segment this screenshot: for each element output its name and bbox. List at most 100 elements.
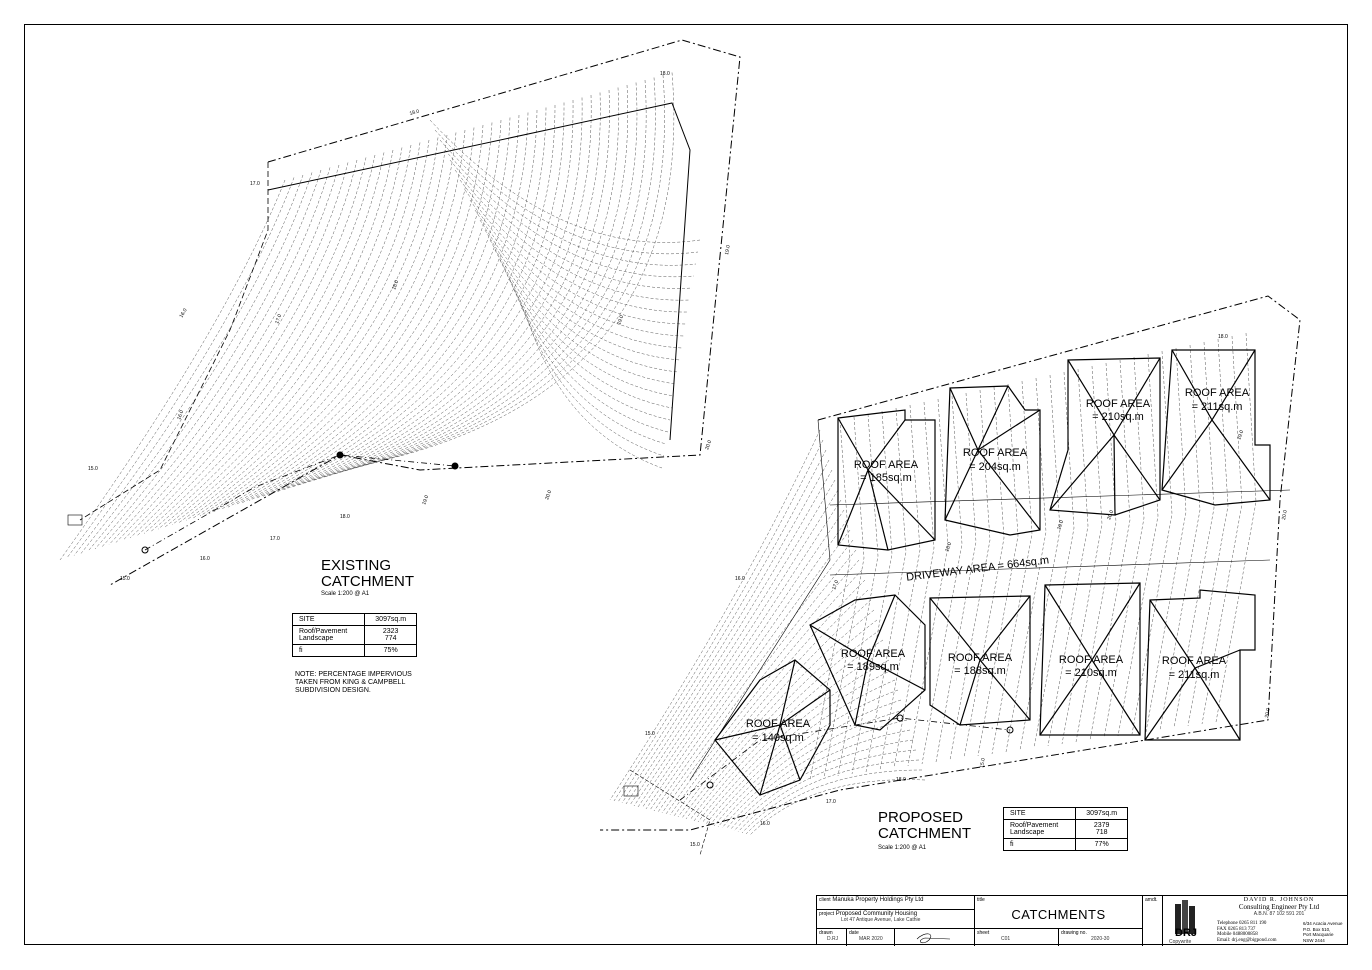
contour-line xyxy=(136,152,385,536)
roof-outline-2 xyxy=(944,385,1041,536)
contour-line xyxy=(489,239,677,385)
signature xyxy=(895,929,975,946)
contour-line xyxy=(509,279,669,433)
contour-line xyxy=(1061,365,1103,745)
roof-1-area: = 185sq.m xyxy=(860,472,912,484)
contour-line xyxy=(809,419,851,781)
contour-label: 16.0 xyxy=(179,307,189,319)
contour-label: 17.0 xyxy=(826,799,836,805)
company-logo: DRJ Copywrite xyxy=(1163,896,1209,946)
contour-line xyxy=(693,639,884,822)
contour-line xyxy=(729,729,911,831)
proposed-title: PROPOSED CATCHMENT xyxy=(878,809,972,842)
contour-label: 15.0 xyxy=(979,758,987,769)
contour-line xyxy=(499,259,673,409)
contour-line xyxy=(617,449,827,803)
contour-label: 18.0 xyxy=(340,514,350,520)
contour-line xyxy=(717,699,902,828)
contour-line xyxy=(1047,368,1089,747)
existing-scale: Scale 1:200 @ A1 xyxy=(321,591,370,597)
proposed-boundary xyxy=(600,295,1301,831)
contour-label: 19.0 xyxy=(724,245,732,256)
contour-line xyxy=(519,299,665,457)
contour-line xyxy=(733,739,914,832)
proposed-pit-2 xyxy=(1006,726,1014,734)
contour-label: 16.0 xyxy=(200,556,210,562)
roof-4-area: = 211sq.m xyxy=(1192,401,1243,413)
roof-7-label: ROOF AREA xyxy=(948,652,1013,664)
contour-line xyxy=(609,429,821,801)
contour-line xyxy=(332,82,638,475)
contour-line xyxy=(625,469,833,805)
contour-label: 18.0 xyxy=(1218,334,1228,340)
contour-line xyxy=(206,127,475,515)
contour-label: 17.0 xyxy=(831,579,840,590)
contour-label: 19.0 xyxy=(1056,519,1065,530)
contour-label: 17.0 xyxy=(250,181,260,187)
contour-line xyxy=(641,509,845,809)
contour-line xyxy=(701,659,890,824)
drawing-no-cell: drawing no. 2020-30 xyxy=(1059,929,1143,946)
contour-label: 18.0 xyxy=(409,109,420,117)
roof-6-label: ROOF AREA xyxy=(841,648,906,660)
contour-line xyxy=(851,410,893,775)
contour-line xyxy=(241,114,520,504)
contour-line xyxy=(262,107,547,497)
contour-label: 15.0 xyxy=(645,731,655,737)
proposed-contour-labels: 18.019.020.015.016.017.018.019.020.016.0… xyxy=(645,334,1289,848)
contour-label: 17.0 xyxy=(270,536,280,542)
contour-line xyxy=(621,459,830,804)
contour-label: 19.0 xyxy=(1236,429,1245,440)
contour-line xyxy=(837,413,879,777)
contour-line xyxy=(479,219,681,361)
existing-contour-lines xyxy=(59,72,701,561)
roof-outline-7 xyxy=(929,595,1031,726)
roof-outline-8 xyxy=(1039,582,1141,736)
contour-line xyxy=(653,539,854,812)
contour-line xyxy=(1005,377,1047,753)
contour-line xyxy=(721,709,905,829)
proposed-pit-1 xyxy=(896,714,904,722)
contour-line xyxy=(213,124,484,512)
contour-label: 15.0 xyxy=(120,576,130,582)
contour-line xyxy=(524,309,663,469)
proposed-catchment-plan: 18.019.020.015.016.017.018.019.020.016.0… xyxy=(600,295,1301,856)
contour-line xyxy=(311,89,610,482)
contour-label: 20.0 xyxy=(1264,708,1272,719)
contour-line xyxy=(665,569,863,815)
contour-label: 19.0 xyxy=(616,314,625,325)
contour-line xyxy=(185,134,448,521)
contour-line xyxy=(823,416,865,779)
contour-line xyxy=(657,549,857,813)
existing-pit-3 xyxy=(141,546,149,554)
contour-line xyxy=(661,559,860,814)
contour-line xyxy=(1019,374,1061,751)
contour-label: 18.0 xyxy=(944,541,953,552)
contour-line xyxy=(709,679,896,826)
contour-line xyxy=(673,589,869,817)
contour-line xyxy=(339,79,647,473)
existing-catchment-plan: 18.0 17.0 16.0 15.0 16.0 17.0 18.0 19.0 20.0 19.0… xyxy=(59,39,741,586)
roof-outline-6 xyxy=(809,594,926,731)
contour-line xyxy=(157,144,412,530)
contour-line xyxy=(991,380,1033,755)
contour-line xyxy=(115,159,358,543)
contour-line xyxy=(514,289,667,445)
contour-line xyxy=(454,169,691,301)
contour-line xyxy=(66,177,295,558)
contour-line xyxy=(94,167,331,550)
contour-line xyxy=(87,169,322,552)
roof-5-area: = 140sq.m xyxy=(752,732,804,744)
roof-9-label: ROOF AREA xyxy=(1162,655,1227,667)
contour-line xyxy=(1089,359,1131,741)
contour-line xyxy=(713,689,899,827)
contour-label: 15.0 xyxy=(88,466,98,472)
contour-line xyxy=(637,499,842,808)
contour-line xyxy=(269,104,556,495)
contour-line xyxy=(59,179,286,561)
contour-label: 20.0 xyxy=(544,489,553,500)
roof-6-area: = 189sq.m xyxy=(847,661,899,673)
contour-line xyxy=(649,529,851,811)
existing-pit-1 xyxy=(336,451,344,459)
roof-3-area: = 210sq.m xyxy=(1092,411,1144,423)
